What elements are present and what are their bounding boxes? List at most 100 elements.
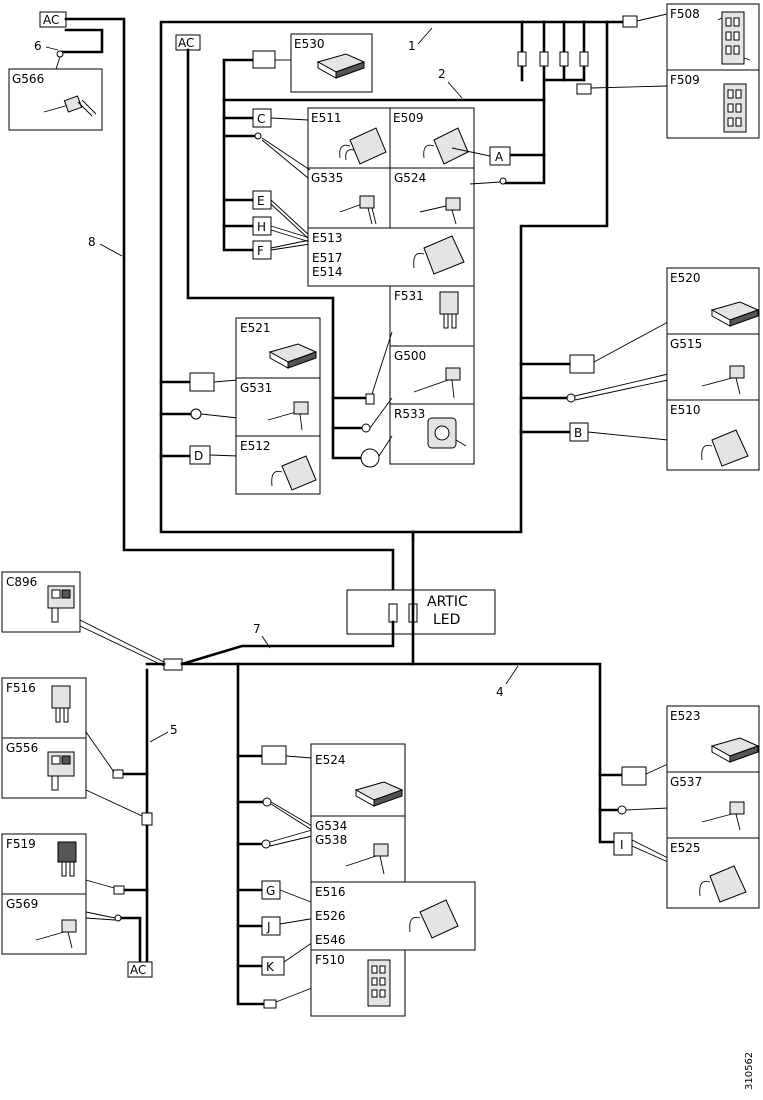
f519-group: F519 G569 [1,833,125,955]
artic-led-frame [346,589,496,635]
e526-label: E526 [315,909,346,923]
ac-label-bottom-left [127,961,153,978]
g535-label: G535 [311,171,343,185]
control-module-icon [710,737,760,763]
control-module-icon [354,781,404,807]
e523-label: E523 [670,709,701,723]
sensor-icon [427,417,467,449]
e521-connector [189,372,215,392]
harness-number-2: 2 [438,67,446,81]
relay-fuse-icon [439,291,459,329]
e523-connector [621,766,647,786]
e524-connector [261,745,287,765]
f510-connector [263,999,277,1009]
g531-label: G531 [240,381,272,395]
connector-a-label: A [495,150,504,164]
g556-label: G556 [6,741,38,755]
e511-e509-block: E511 E509 G535 G524 [307,107,475,229]
ground-bolt-icon [413,367,461,399]
f510-label: F510 [315,953,345,967]
ground-bolt-icon [339,195,377,225]
e517-label: E517 [312,251,343,265]
e513-block: E513 E517 E514 [307,227,475,287]
ac-text-bottom-left: AC [130,963,146,977]
fuse-holder-icon [717,11,751,65]
f516-box [1,677,87,739]
fuse-holder-icon [367,959,391,1007]
figure-id: 310562 [744,1052,755,1090]
e524-block: E524 G534 G538 E516 E526 E546 F510 [310,743,476,1017]
g537-label: G537 [670,775,702,789]
e521-block: E521 G531 E512 [235,317,321,495]
connector-plug-icon [409,899,459,939]
f519-label: F519 [6,837,36,851]
connector-i [613,832,633,856]
g556-box [1,737,87,799]
g556-connector [141,812,153,826]
harness-number-1: 1 [408,39,416,53]
harness-number-6: 6 [34,39,42,53]
e530-label: E530 [294,37,325,51]
wire-2-bus [222,98,255,252]
e521-label: E521 [240,321,271,335]
e530-group: E530 [252,33,373,93]
connector-j-label: J [266,920,271,934]
connector-i-label: I [620,838,624,852]
g534-label: G534 [315,819,347,833]
wire-4 [180,662,616,844]
f531-label: F531 [394,289,424,303]
control-module-icon [316,53,366,79]
g569-label: G569 [6,897,38,911]
c896-connector [163,658,183,671]
ground-point [617,805,627,815]
connector-e-label: E [257,194,265,208]
harness-number-5: 5 [170,723,178,737]
harness-number-7: 7 [253,622,261,636]
connector-h-label: H [257,220,266,234]
ground-bolt-icon [419,197,461,225]
f531-connector [365,393,375,405]
control-module-icon [710,301,760,327]
e523-box [666,705,760,773]
ground-point [566,393,576,403]
ground-point [114,914,122,922]
artic-led-box: ARTIC LED [346,589,496,635]
harness-number-4: 4 [496,685,504,699]
f509-connector [576,83,592,95]
f509-label: F509 [670,73,700,87]
fuse-branches [517,20,589,102]
connector-plug-icon [339,127,387,165]
g566-box [8,68,103,131]
connector-d-label: D [194,449,203,463]
wire-8 [64,17,395,624]
c896-label: C896 [6,575,37,589]
ground-bolt-icon [701,801,745,831]
ground-bolt-icon [35,919,77,949]
junction-block-icon [47,751,75,791]
g566-label: G566 [12,72,44,86]
ground-point [261,839,271,849]
e520-label: E520 [670,271,701,285]
wire-ac-inner [186,48,363,460]
ground-bolt-icon [43,95,97,117]
control-module-icon [268,343,318,369]
g534-box [310,815,406,883]
connector-b-label: B [574,426,582,440]
e520-connector [569,354,595,374]
connector-g-label: G [266,884,275,898]
f531-block: F531 G500 R533 [389,285,475,465]
ground-point [499,177,507,185]
r533-sensor-point [360,448,380,468]
e524-label: E524 [315,753,346,767]
f516-connector [112,769,124,779]
connector-k [261,956,285,976]
wire-6 [60,28,104,54]
f509-group: F509 [576,69,760,139]
e512-label: E512 [240,439,271,453]
ac-text-inner: AC [178,36,194,50]
e546-label: E546 [315,933,346,947]
artic-led-line1: ARTIC [427,594,468,610]
e525-box [666,837,760,909]
g515-label: G515 [670,337,702,351]
